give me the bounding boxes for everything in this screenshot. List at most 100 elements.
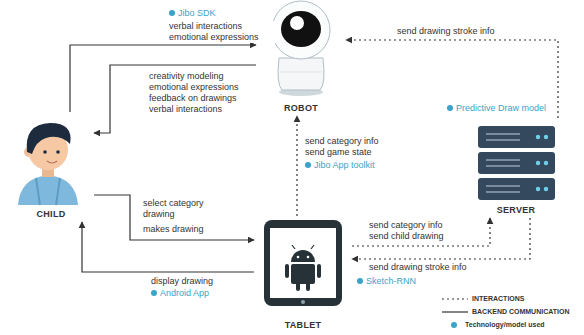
server-figure-part xyxy=(486,133,520,135)
edge-label: send category info send child drawing xyxy=(368,220,465,242)
server-figure-part xyxy=(486,139,520,141)
label-text: Predictive Draw model xyxy=(456,103,546,113)
tablet-figure-part xyxy=(264,220,342,306)
tablet-node: TABLET xyxy=(254,216,352,333)
tablet-figure-part xyxy=(291,264,315,284)
interaction-label: makes drawing xyxy=(142,224,205,235)
robot-figure-part xyxy=(280,72,322,73)
tablet-figure-part xyxy=(270,228,336,298)
server-figure-part xyxy=(486,134,520,192)
edge-label: send drawing stroke info xyxy=(368,262,490,273)
edge-label: select category drawing xyxy=(142,198,220,220)
server-figure-part xyxy=(536,135,548,191)
tablet-figure-part xyxy=(285,264,289,278)
legend-line-sample xyxy=(440,295,472,303)
edge-label: send drawing stroke info xyxy=(396,26,528,37)
server-figure-part xyxy=(478,152,555,174)
edge-label: verbal interactions emotional expression… xyxy=(168,21,280,43)
technology-label: Jibo App toolkit xyxy=(304,160,376,171)
server-figure-part xyxy=(486,191,520,193)
server-figure-part xyxy=(544,187,548,191)
server-figure-part xyxy=(536,135,540,139)
legend-swatch xyxy=(451,322,457,328)
robot-node: ROBOT xyxy=(256,0,346,116)
node-label: TABLET xyxy=(254,320,352,331)
legend: INTERACTIONS BACKEND COMMUNICATION Technol… xyxy=(440,292,569,331)
technology-label: Android App xyxy=(150,288,210,299)
interaction-connector xyxy=(94,195,254,240)
tablet-figure-part xyxy=(291,250,315,262)
node-label: SERVER xyxy=(466,205,566,216)
label-text: Sketch-RNN xyxy=(366,276,416,286)
technology-dot xyxy=(357,278,363,284)
tablet-figure xyxy=(264,220,342,306)
backend-connector xyxy=(346,40,558,118)
technology-dot xyxy=(169,10,175,16)
server-figure xyxy=(478,126,555,200)
node-label: ROBOT xyxy=(256,103,346,114)
backend-connector xyxy=(352,218,490,246)
legend-text: INTERACTIONS xyxy=(472,295,525,302)
tablet-figure-part xyxy=(307,256,310,259)
technology-label: Jibo SDK xyxy=(168,8,217,19)
tablet-figure-part xyxy=(297,256,300,259)
server-figure-part xyxy=(544,135,548,139)
legend-row: BACKEND COMMUNICATION xyxy=(440,305,569,318)
robot-figure-part xyxy=(272,1,330,59)
edge-label: creativity modeling emotional expression… xyxy=(148,71,250,115)
child-figure-part xyxy=(36,178,60,205)
child-figure-part xyxy=(47,161,57,163)
child-figure-part xyxy=(18,175,78,205)
legend-line xyxy=(442,298,468,299)
legend-text: Technology/model used xyxy=(465,321,545,328)
server-figure-part xyxy=(486,165,520,167)
server-figure-part xyxy=(486,185,520,187)
server-node: SERVER xyxy=(466,118,566,218)
child-figure xyxy=(18,123,78,205)
technology-dot xyxy=(151,290,157,296)
server-figure-part xyxy=(536,187,540,191)
technology-dot xyxy=(305,162,311,168)
server-figure-part xyxy=(478,126,555,148)
interaction-connector xyxy=(82,222,254,272)
tablet-figure-part xyxy=(301,300,305,304)
tablet-figure-part xyxy=(311,245,314,249)
robot-figure-part xyxy=(278,58,324,90)
label-text: Jibo App toolkit xyxy=(314,160,375,170)
legend-line-sample xyxy=(440,308,472,316)
tablet-figure-part xyxy=(292,245,295,249)
technology-label: Predictive Draw model xyxy=(446,103,547,114)
server-figure-part xyxy=(536,161,540,165)
tablet-figure-part xyxy=(317,264,321,278)
robot-figure-part xyxy=(281,11,321,47)
server-figure-part xyxy=(544,161,548,165)
server-figure-part xyxy=(486,159,520,161)
child-figure-part xyxy=(27,123,71,154)
child-figure-part xyxy=(43,150,47,154)
server-figure-part xyxy=(478,178,555,200)
edge-label: display drawing xyxy=(150,276,252,287)
legend-text: BACKEND COMMUNICATION xyxy=(472,308,569,315)
edge-label: send category info send game state xyxy=(304,136,398,158)
legend-line xyxy=(442,311,468,312)
label-text: makes drawing xyxy=(143,224,204,234)
backend-connector xyxy=(352,218,530,259)
label-text: Jibo SDK xyxy=(178,8,216,18)
legend-row: INTERACTIONS xyxy=(440,292,569,305)
technology-dot xyxy=(447,105,453,111)
child-figure-part xyxy=(56,150,60,154)
legend-row: Technology/model used xyxy=(440,318,569,331)
node-label: CHILD xyxy=(8,209,94,220)
tablet-figure-part xyxy=(306,282,310,291)
technology-label: Sketch-RNN xyxy=(356,276,417,287)
tablet-figure-part xyxy=(296,282,300,291)
backend-connector xyxy=(296,116,297,216)
label-text: Android App xyxy=(160,288,209,298)
interaction-connector xyxy=(94,65,256,133)
robot-figure-part xyxy=(290,16,304,30)
child-node: CHILD xyxy=(8,112,94,222)
robot-figure xyxy=(272,1,330,96)
